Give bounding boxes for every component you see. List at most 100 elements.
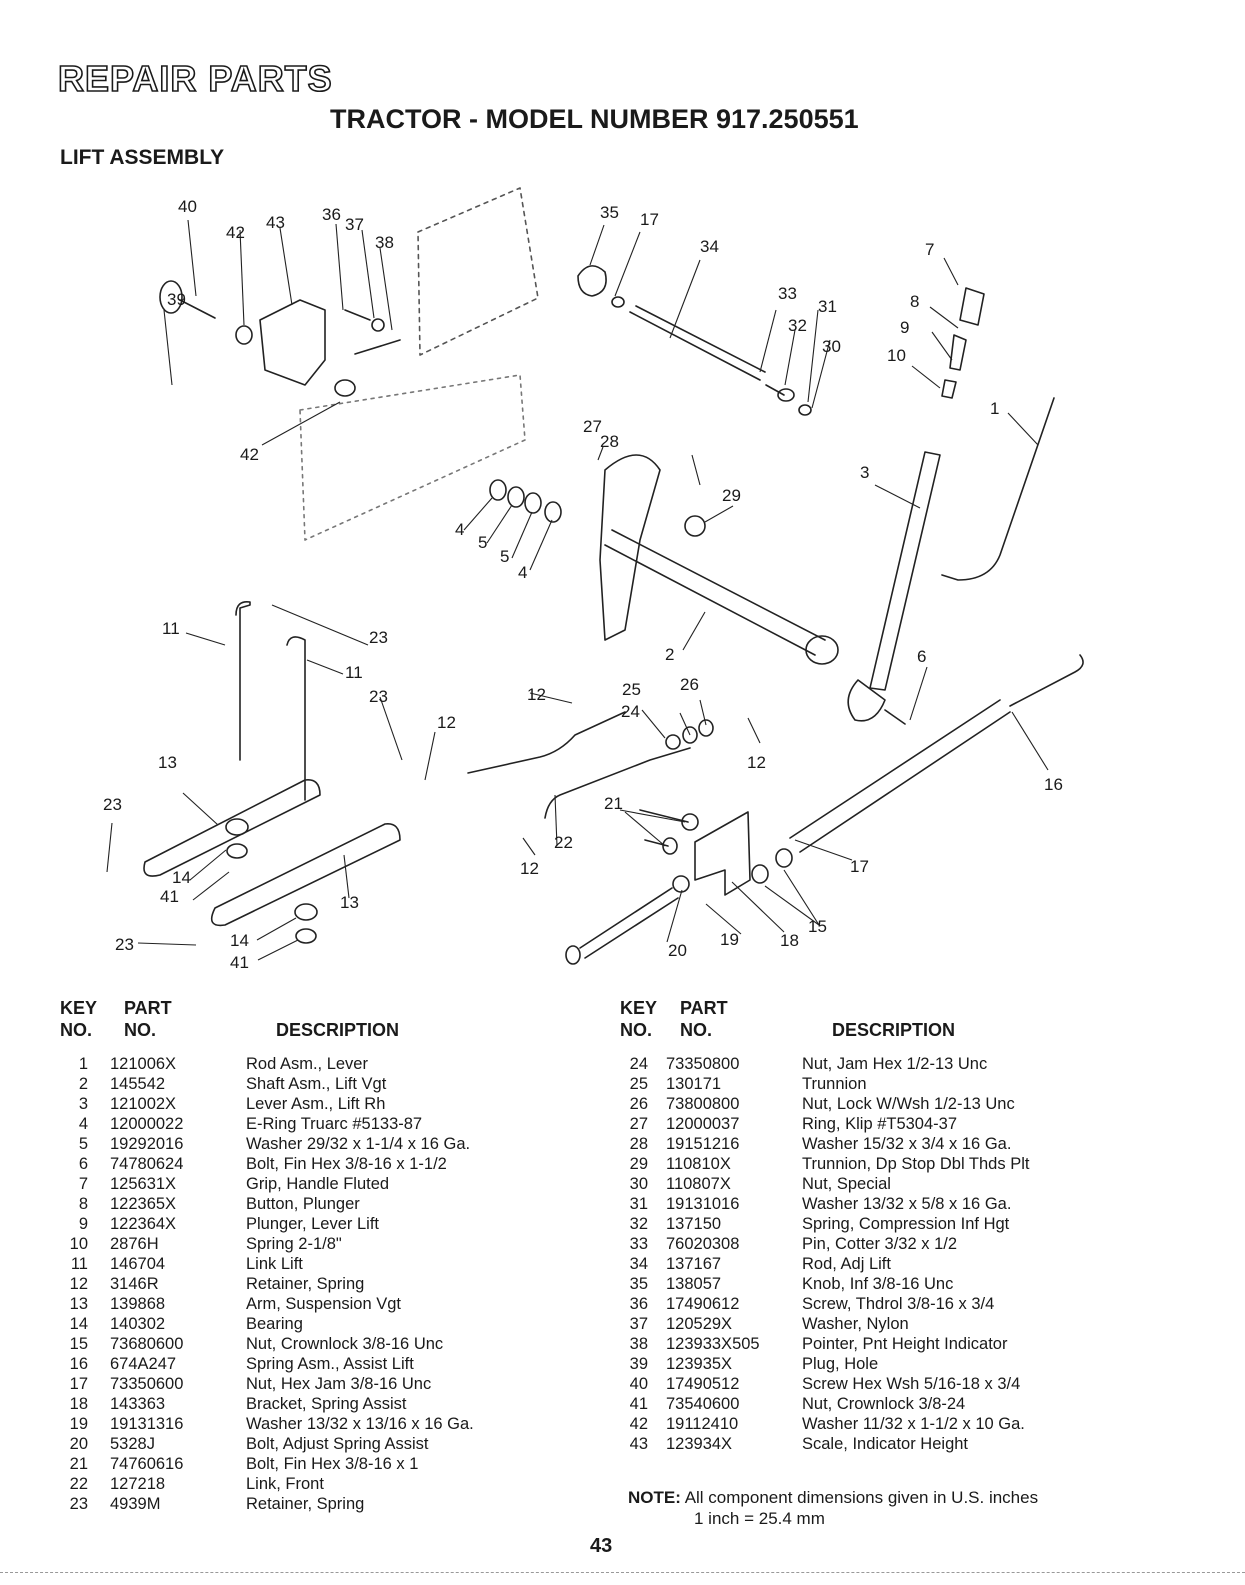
callout-24: 24 xyxy=(621,702,640,721)
part-number-cell: 137150 xyxy=(666,1215,722,1233)
key-cell: 12 xyxy=(69,1275,88,1293)
key-cell: 14 xyxy=(69,1315,88,1333)
callout-12: 12 xyxy=(527,685,546,704)
part-number-cell: 122365X xyxy=(110,1195,177,1213)
header-part: PART xyxy=(680,998,728,1018)
note-line-1: All component dimensions given in U.S. i… xyxy=(684,1488,1039,1507)
callout-34: 34 xyxy=(700,237,719,256)
callout-18: 18 xyxy=(780,931,799,950)
key-cell: 10 xyxy=(69,1235,88,1253)
key-cell: 6 xyxy=(78,1155,88,1173)
note-line-2: 1 inch = 25.4 mm xyxy=(694,1509,825,1528)
part-number-cell: 19292016 xyxy=(110,1135,184,1153)
description-cell: Nut, Crownlock 3/8-24 xyxy=(802,1395,966,1413)
callout-27: 27 xyxy=(583,417,602,436)
description-cell: Washer 29/32 x 1-1/4 x 16 Ga. xyxy=(246,1135,471,1153)
key-cell: 33 xyxy=(629,1235,648,1253)
key-cell: 42 xyxy=(629,1415,648,1433)
key-cell: 7 xyxy=(78,1175,88,1193)
bottom-rule xyxy=(0,1572,1245,1573)
description-cell: Washer 13/32 x 13/16 x 16 Ga. xyxy=(246,1415,474,1433)
key-cell: 24 xyxy=(629,1055,648,1073)
callout-14: 14 xyxy=(172,868,191,887)
callout-41: 41 xyxy=(230,953,249,972)
key-cell: 16 xyxy=(69,1355,88,1373)
key-cell: 29 xyxy=(629,1155,648,1173)
description-cell: Arm, Suspension Vgt xyxy=(246,1295,401,1313)
header-key: KEY xyxy=(620,998,658,1018)
key-cell: 40 xyxy=(629,1375,648,1393)
model-subtitle: TRACTOR - MODEL NUMBER 917.250551 xyxy=(330,104,859,134)
part-number-cell: 5328J xyxy=(110,1435,155,1453)
section-title: LIFT ASSEMBLY xyxy=(60,146,225,169)
callout-23: 23 xyxy=(103,795,122,814)
part-number-cell: 674A247 xyxy=(110,1355,177,1373)
callout-6: 6 xyxy=(917,647,926,666)
dimension-note: NOTE: All component dimensions given in … xyxy=(628,1487,1038,1529)
callout-19: 19 xyxy=(720,930,739,949)
key-cell: 35 xyxy=(629,1275,648,1293)
part-number-cell: 12000022 xyxy=(110,1115,184,1133)
callout-12: 12 xyxy=(437,713,456,732)
description-cell: Bolt, Fin Hex 3/8-16 x 1-1/2 xyxy=(246,1155,447,1173)
callout-4: 4 xyxy=(518,563,527,582)
part-number-cell: 145542 xyxy=(110,1075,166,1093)
page-number: 43 xyxy=(590,1535,613,1557)
description-cell: Bearing xyxy=(246,1315,303,1333)
callout-10: 10 xyxy=(887,346,906,365)
description-cell: Lever Asm., Lift Rh xyxy=(246,1095,386,1113)
callout-3: 3 xyxy=(860,463,869,482)
key-cell: 15 xyxy=(69,1335,88,1353)
part-number-cell: 17490612 xyxy=(666,1295,740,1313)
description-cell: Grip, Handle Fluted xyxy=(246,1175,390,1193)
callout-42: 42 xyxy=(226,223,245,242)
header-key: KEY xyxy=(60,998,98,1018)
key-cell: 4 xyxy=(78,1115,88,1133)
part-number-cell: 110810X xyxy=(666,1155,731,1173)
key-cell: 21 xyxy=(69,1455,88,1473)
part-number-cell: 138057 xyxy=(666,1275,722,1293)
part-number-cell: 123933X505 xyxy=(666,1335,760,1353)
description-cell: Rod, Adj Lift xyxy=(802,1255,891,1273)
callout-23: 23 xyxy=(115,935,134,954)
callout-42: 42 xyxy=(240,445,259,464)
callout-11: 11 xyxy=(345,663,363,682)
part-number-cell: 73350800 xyxy=(666,1055,740,1073)
callout-37: 37 xyxy=(345,215,364,234)
part-number-cell: 73350600 xyxy=(110,1375,184,1393)
callout-1: 1 xyxy=(990,399,999,418)
description-cell: E-Ring Truarc #5133-87 xyxy=(246,1115,423,1133)
part-number-cell: 17490512 xyxy=(666,1375,740,1393)
callout-11: 11 xyxy=(162,619,180,638)
description-cell: Nut, Hex Jam 3/8-16 Unc xyxy=(246,1375,432,1393)
part-number-cell: 121002X xyxy=(110,1095,177,1113)
description-cell: Ring, Klip #T5304-37 xyxy=(802,1115,958,1133)
part-number-cell: 143363 xyxy=(110,1395,166,1413)
callout-38: 38 xyxy=(375,233,394,252)
part-number-cell: 122364X xyxy=(110,1215,177,1233)
callout-5: 5 xyxy=(500,547,509,566)
header-part-no: NO. xyxy=(124,1020,157,1040)
description-cell: Retainer, Spring xyxy=(246,1495,365,1513)
callout-35: 35 xyxy=(600,203,619,222)
callout-32: 32 xyxy=(788,316,807,335)
header-part-no: NO. xyxy=(680,1020,713,1040)
part-number-cell: 12000037 xyxy=(666,1115,740,1133)
part-number-cell: 74780624 xyxy=(110,1155,184,1173)
callout-12: 12 xyxy=(747,753,766,772)
callout-33: 33 xyxy=(778,284,797,303)
key-cell: 3 xyxy=(78,1095,88,1113)
part-number-cell: 125631X xyxy=(110,1175,177,1193)
description-cell: Nut, Jam Hex 1/2-13 Unc xyxy=(802,1055,988,1073)
key-cell: 28 xyxy=(629,1135,648,1153)
description-cell: Scale, Indicator Height xyxy=(802,1435,969,1453)
description-cell: Rod Asm., Lever xyxy=(246,1055,368,1073)
description-cell: Pointer, Pnt Height Indicator xyxy=(802,1335,1008,1353)
description-cell: Nut, Lock W/Wsh 1/2-13 Unc xyxy=(802,1095,1015,1113)
key-cell: 26 xyxy=(629,1095,648,1113)
key-cell: 8 xyxy=(78,1195,88,1213)
key-cell: 18 xyxy=(69,1395,88,1413)
key-cell: 38 xyxy=(629,1335,648,1353)
part-number-cell: 121006X xyxy=(110,1055,177,1073)
